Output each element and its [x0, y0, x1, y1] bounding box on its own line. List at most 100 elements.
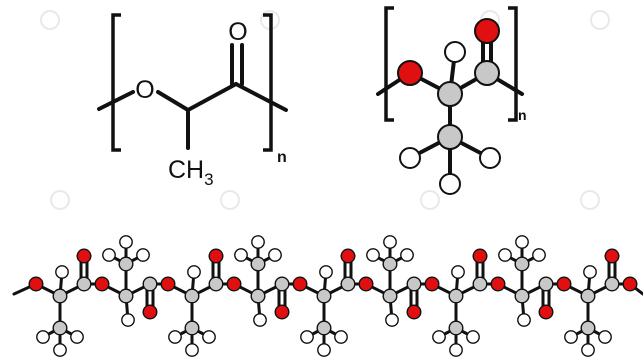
hydrogen-atom [366, 248, 380, 262]
carbon-atom [382, 256, 398, 272]
carbon-atom [52, 320, 68, 336]
hydrogen-atom [187, 265, 201, 279]
hydrogen-atom [121, 313, 135, 327]
hydrogen-atom [498, 248, 512, 262]
hydrogen-atom [581, 343, 595, 357]
carbon-atom [274, 276, 290, 292]
oxygen-atom [94, 276, 110, 292]
carbon-atom [52, 288, 68, 304]
carbon-atom [437, 81, 463, 107]
oxygen-atom [472, 248, 488, 264]
hydrogen-atom [439, 173, 461, 195]
methyl-label: CH3 [168, 156, 214, 189]
carbon-atom [514, 256, 530, 272]
hydrogen-atom [136, 248, 150, 262]
oxygen-atom [556, 276, 572, 292]
ball-and-stick-monomer: n [376, 6, 527, 195]
carbon-atom [250, 288, 266, 304]
oxygen-atom [406, 304, 422, 320]
oxygen-atom [142, 304, 158, 320]
carbon-atom [142, 276, 158, 292]
hydrogen-atom [317, 343, 331, 357]
carbon-atom [118, 256, 134, 272]
left-bracket [111, 13, 121, 152]
hydrogen-atom [202, 330, 216, 344]
oxygen-atom [424, 276, 440, 292]
carbon-atom [406, 276, 422, 292]
carbon-atom [208, 276, 224, 292]
oxygen-atom [604, 248, 620, 264]
hydrogen-atom [564, 330, 578, 344]
hydrogen-atom [334, 330, 348, 344]
ester-oxygen-label: O [135, 76, 154, 104]
carbon-atom [448, 320, 464, 336]
ester-oxygen-bond [156, 90, 190, 112]
carbon-atom [76, 276, 92, 292]
repeat-subscript-n: n [277, 149, 287, 166]
oxygen-atom [340, 248, 356, 264]
hydrogen-atom [168, 330, 182, 344]
hydrogen-atom [53, 343, 67, 357]
hydrogen-atom [583, 265, 597, 279]
oxygen-atom [226, 276, 242, 292]
hydrogen-atom [479, 147, 501, 169]
oxygen-atom [397, 60, 423, 86]
oxygen-atom [28, 276, 44, 292]
carbon-atom [118, 288, 134, 304]
hydrogen-atom [517, 313, 531, 327]
hydrogen-atom [234, 248, 248, 262]
skeletal-formula: O O CH3 n [97, 13, 288, 189]
right-bracket [263, 13, 273, 152]
oxygen-atom [208, 248, 224, 264]
hydrogen-atom [319, 265, 333, 279]
carbon-atom [472, 276, 488, 292]
carbon-atom [514, 288, 530, 304]
hydrogen-atom [515, 235, 529, 249]
hydrogen-atom [119, 235, 133, 249]
hydrogen-atom [532, 248, 546, 262]
oxygen-atom [274, 304, 290, 320]
hydrogen-atom [400, 248, 414, 262]
carbon-atom [316, 320, 332, 336]
polymer-chain [12, 235, 643, 357]
carbon-atom [184, 320, 200, 336]
oxygen-atom [490, 276, 506, 292]
carbon-atom [580, 288, 596, 304]
hydrogen-atom [399, 147, 421, 169]
hydrogen-atom [383, 235, 397, 249]
oxygen-atom [538, 304, 554, 320]
carbon-atom [474, 60, 500, 86]
oxygen-atom [76, 248, 92, 264]
carbon-atom [382, 288, 398, 304]
monomer-atoms [397, 18, 501, 195]
monomer-repeat-subscript-n: n [518, 107, 527, 123]
carbon-atom [580, 320, 596, 336]
hydrogen-atom [444, 41, 466, 63]
hydrogen-atom [55, 265, 69, 279]
carbonyl-oxygen-label: O [228, 18, 247, 46]
hydrogen-atom [185, 343, 199, 357]
oxygen-atom [622, 276, 638, 292]
hydrogen-atom [451, 265, 465, 279]
hydrogen-atom [102, 248, 116, 262]
carbon-atom [437, 124, 463, 150]
methyl-subscript: 3 [204, 170, 213, 189]
carbon-atom [538, 276, 554, 292]
carbon-atom [604, 276, 620, 292]
hydrogen-atom [36, 330, 50, 344]
hydrogen-atom [70, 330, 84, 344]
chain-bond-left [97, 90, 135, 111]
backbone-bond [186, 82, 238, 112]
carbon-atom [340, 276, 356, 292]
hydrogen-atom [251, 235, 265, 249]
oxygen-atom [358, 276, 374, 292]
carbon-atom [250, 256, 266, 272]
chain-bond-right [234, 82, 288, 112]
methyl-label-text: CH [168, 156, 204, 184]
oxygen-atom [474, 18, 500, 44]
watermark-pattern [40, 10, 610, 210]
hydrogen-atom [253, 313, 267, 327]
hydrogen-atom [385, 313, 399, 327]
